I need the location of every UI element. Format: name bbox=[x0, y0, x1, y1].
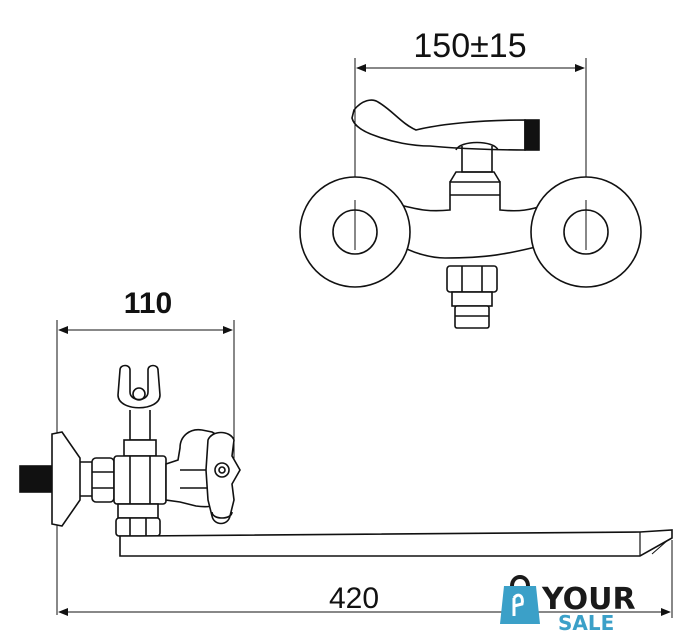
dimension-label-top-width: 150±15 bbox=[413, 27, 526, 65]
side-view bbox=[19, 320, 673, 618]
your-sale-logo: YOUR SALE bbox=[500, 575, 636, 635]
shower-holder bbox=[117, 364, 161, 457]
lever-handle bbox=[351, 99, 540, 173]
wall-flange bbox=[51, 431, 81, 527]
bottom-nut bbox=[115, 503, 161, 537]
outlet-nut bbox=[446, 265, 498, 329]
dimension-label-left-depth: 110 bbox=[124, 287, 172, 320]
shopping-bag-icon bbox=[500, 575, 540, 624]
body-side bbox=[113, 428, 241, 525]
spout bbox=[119, 529, 673, 557]
logo-word-sale: SALE bbox=[558, 611, 614, 635]
dimension-spout-length bbox=[58, 540, 673, 618]
logo-word-your: YOUR bbox=[541, 582, 636, 617]
front-view bbox=[299, 58, 642, 329]
dimension-label-spout-length: 420 bbox=[329, 582, 379, 615]
mixer-body bbox=[399, 171, 546, 259]
inlet-thread bbox=[19, 465, 53, 493]
